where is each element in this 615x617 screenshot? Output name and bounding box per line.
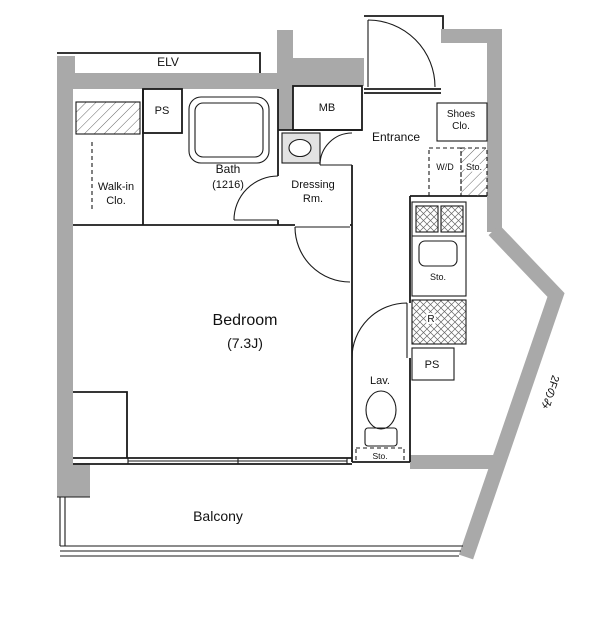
washer-dryer-box (428, 147, 462, 197)
shoes-closet-label-2: Clo. (452, 121, 470, 132)
storage-kitchen-label: Sto. (430, 272, 446, 282)
wall-topright-cap (441, 29, 502, 43)
wall-mb-top (289, 58, 364, 86)
shoes-closet-box (436, 102, 488, 142)
walk-in-label-1: Walk-in (98, 181, 134, 193)
kitchen-sink (418, 240, 458, 267)
storage-entrance-box (460, 147, 488, 197)
wall-right (487, 29, 502, 232)
ps-kitchen-box (411, 347, 455, 381)
refrigerator-space (411, 299, 467, 345)
bath-door (233, 175, 279, 221)
balcony-railing (57, 496, 463, 557)
wall-diagonal (458, 224, 565, 560)
window (127, 458, 348, 464)
bath-label-2: (1216) (212, 179, 244, 191)
wall-top-band (57, 73, 292, 89)
railing-lines (57, 496, 463, 557)
outer-walls (57, 29, 565, 560)
floor-note-label: 2Fのみ (538, 374, 562, 411)
bedroom-door (294, 226, 351, 283)
entrance-porch-outline (364, 15, 444, 29)
wall-bedroom-bottom (73, 457, 352, 465)
dressing-door (319, 132, 353, 166)
entrance-door (367, 19, 436, 88)
floor-note-group: 2Fのみ (538, 374, 562, 411)
mb-label: MB (319, 102, 336, 114)
bedroom-label-1: Bedroom (213, 312, 278, 329)
doors (233, 19, 436, 359)
mb-box (292, 85, 363, 131)
refrigerator-label: R (427, 314, 434, 325)
stove-burner-right (440, 205, 464, 233)
wall-duct (278, 89, 293, 130)
toilet-tank (364, 427, 398, 447)
lavatory-label: Lav. (370, 375, 390, 387)
bathtub-outer (188, 96, 270, 164)
wall-bottomleft-block (57, 463, 90, 497)
elv-hall-outline (57, 52, 261, 73)
elv-label: ELV (157, 55, 179, 69)
walk-in-label-2: Clo. (106, 195, 126, 207)
wall-left (57, 73, 73, 475)
toilet-bowl (365, 390, 397, 430)
bath-label-1: Bath (216, 162, 241, 176)
fixtures (75, 96, 488, 463)
vanity-basin (288, 138, 312, 158)
closet-shelf (75, 101, 141, 135)
washer-dryer-label: W/D (436, 162, 454, 172)
lavatory-door (351, 302, 408, 359)
shoes-closet-label-1: Shoes (447, 109, 475, 120)
ps-kitchen-label: PS (425, 359, 440, 371)
bedroom-pillar-step (73, 391, 128, 458)
balcony-window (127, 458, 348, 464)
ps-top-box (142, 88, 183, 134)
dressing-label-1: Dressing (291, 179, 334, 191)
ps-top-label: PS (155, 105, 170, 117)
stove-burner-left (415, 205, 439, 233)
entrance-label: Entrance (372, 130, 420, 144)
dressing-label-2: Rm. (303, 193, 323, 205)
kitchen-counter (411, 201, 467, 297)
balcony-label: Balcony (193, 508, 243, 524)
storage-lavatory-label: Sto. (372, 451, 387, 461)
storage-entrance-label: Sto. (466, 162, 482, 172)
room-labels: ELV PS MB Entrance Shoes Clo. W/D Sto. B… (98, 55, 562, 524)
bathtub-inner (194, 102, 264, 158)
entrance-threshold (364, 88, 441, 94)
lav-storage-box (355, 447, 405, 463)
bedroom-label-2: (7.3J) (227, 335, 263, 351)
